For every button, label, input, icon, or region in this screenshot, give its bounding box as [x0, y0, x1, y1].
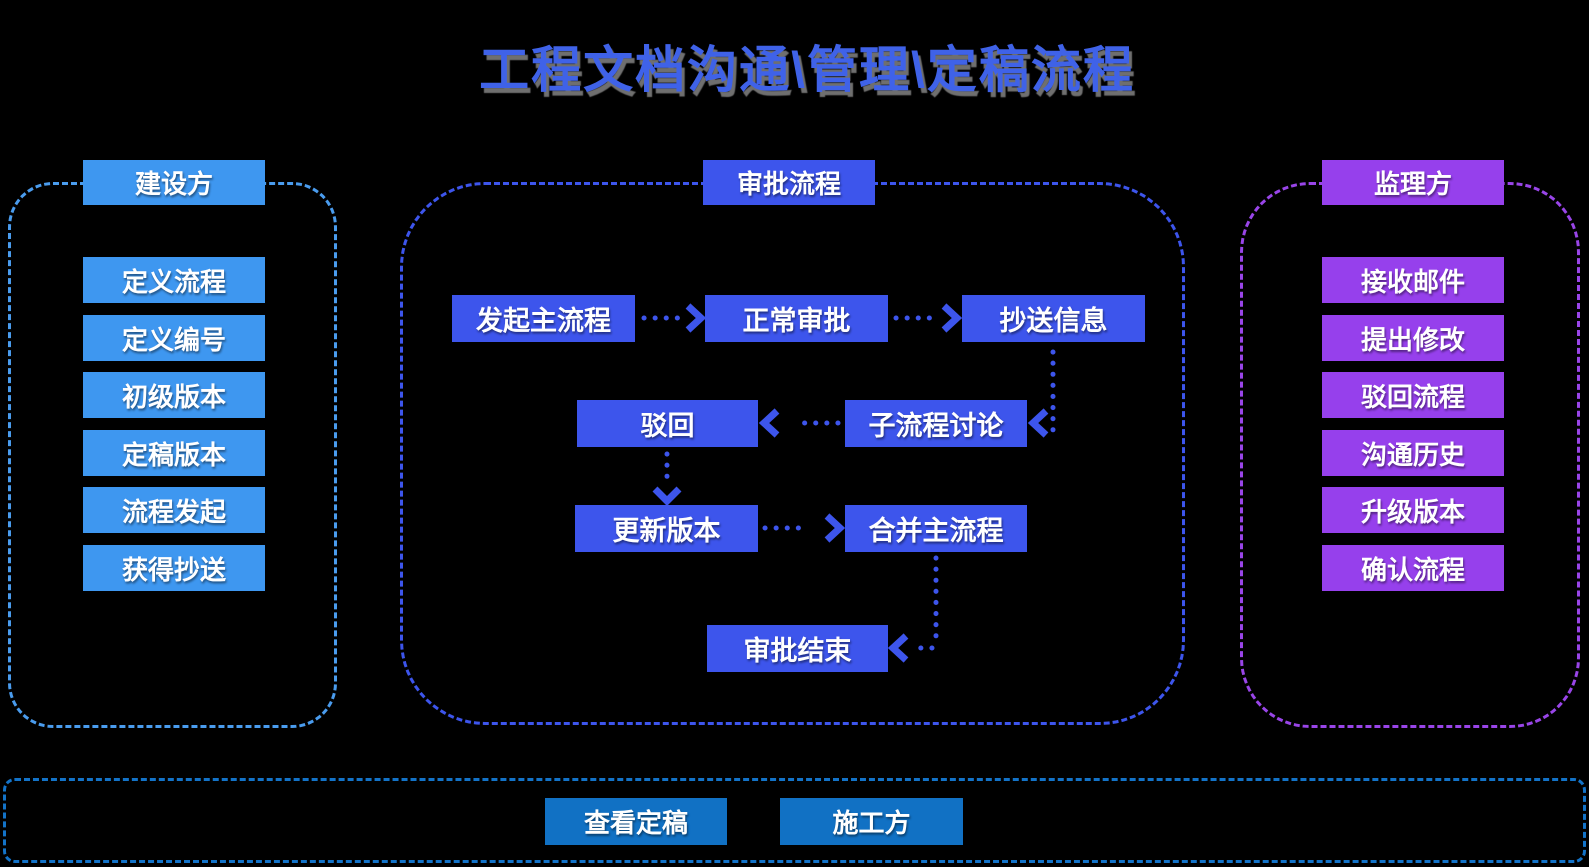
arrow-approve-to-cc: [893, 303, 963, 333]
right-panel-item: 提出修改: [1322, 315, 1504, 361]
node-update-version: 更新版本: [575, 505, 758, 552]
left-panel-item: 获得抄送: [83, 545, 265, 591]
node-approval-end: 审批结束: [707, 625, 888, 672]
view-final-version-box: 查看定稿: [545, 798, 727, 845]
left-panel-item: 初级版本: [83, 372, 265, 418]
node-sub-flow-discussion: 子流程讨论: [845, 400, 1027, 447]
arrow-merge-to-end: [887, 555, 939, 663]
arrow-sub-discussion-to-reject: [758, 408, 841, 438]
node-cc-info: 抄送信息: [962, 295, 1145, 342]
contractor-party-box: 施工方: [780, 798, 963, 845]
node-reject: 驳回: [577, 400, 758, 447]
node-start-main-flow: 发起主流程: [452, 295, 635, 342]
left-panel-item: 定义流程: [83, 257, 265, 303]
arrow-reject-to-update: [652, 451, 682, 506]
right-panel-item: 升级版本: [1322, 487, 1504, 533]
right-panel-item: 驳回流程: [1322, 372, 1504, 418]
arrow-update-to-merge: [762, 513, 846, 543]
contractor-panel: [3, 778, 1586, 863]
arrow-cc-to-sub-discussion: [1027, 349, 1056, 438]
construction-party-header: 建设方: [83, 160, 265, 205]
right-panel-item: 确认流程: [1322, 545, 1504, 591]
right-panel-item: 接收邮件: [1322, 257, 1504, 303]
right-panel-item: 沟通历史: [1322, 430, 1504, 476]
node-merge-main-flow: 合并主流程: [845, 505, 1027, 552]
page-title: 工程文档沟通\管理\定稿流程: [479, 42, 1135, 98]
supervision-party-header: 监理方: [1322, 160, 1504, 205]
node-normal-approval: 正常审批: [705, 295, 888, 342]
left-panel-item: 流程发起: [83, 487, 265, 533]
left-panel-item: 定义编号: [83, 315, 265, 361]
left-panel-item: 定稿版本: [83, 430, 265, 476]
arrow-start-to-approve: [641, 303, 707, 333]
approval-flow-header: 审批流程: [703, 160, 875, 205]
